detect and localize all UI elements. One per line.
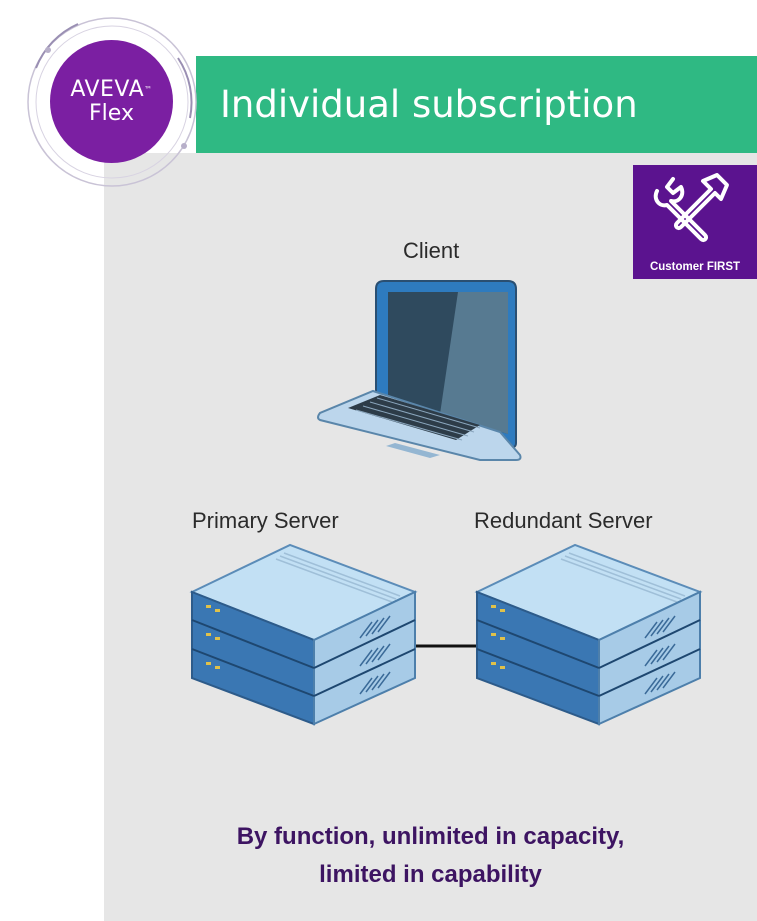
client-label: Client (403, 238, 460, 263)
aveva-flex-logo: AVEVA™ Flex (18, 8, 208, 198)
caption: By function, unlimited in capacity, limi… (104, 818, 757, 894)
redundant-server-label: Redundant Server (474, 508, 653, 533)
primary-server-icon (189, 543, 418, 726)
primary-server-label: Primary Server (192, 508, 339, 533)
badge-label: Customer FIRST (649, 261, 741, 273)
tools-icon (653, 173, 729, 243)
logo-circle: AVEVA™ Flex (50, 40, 173, 163)
logo-rings (27, 17, 197, 187)
customer-first-badge: Customer FIRST (633, 165, 757, 279)
logo-line2: Flex (89, 100, 134, 126)
logo-line1: AVEVA (70, 76, 145, 102)
title-banner: Individual subscription (196, 56, 757, 153)
redundant-server-icon (474, 543, 703, 726)
laptop-icon (317, 280, 522, 461)
caption-line1: By function, unlimited in capacity, (236, 823, 625, 850)
page-title: Individual subscription (220, 83, 638, 126)
caption-line2: limited in capability (319, 861, 542, 888)
logo-trademark: ™ (144, 84, 153, 94)
